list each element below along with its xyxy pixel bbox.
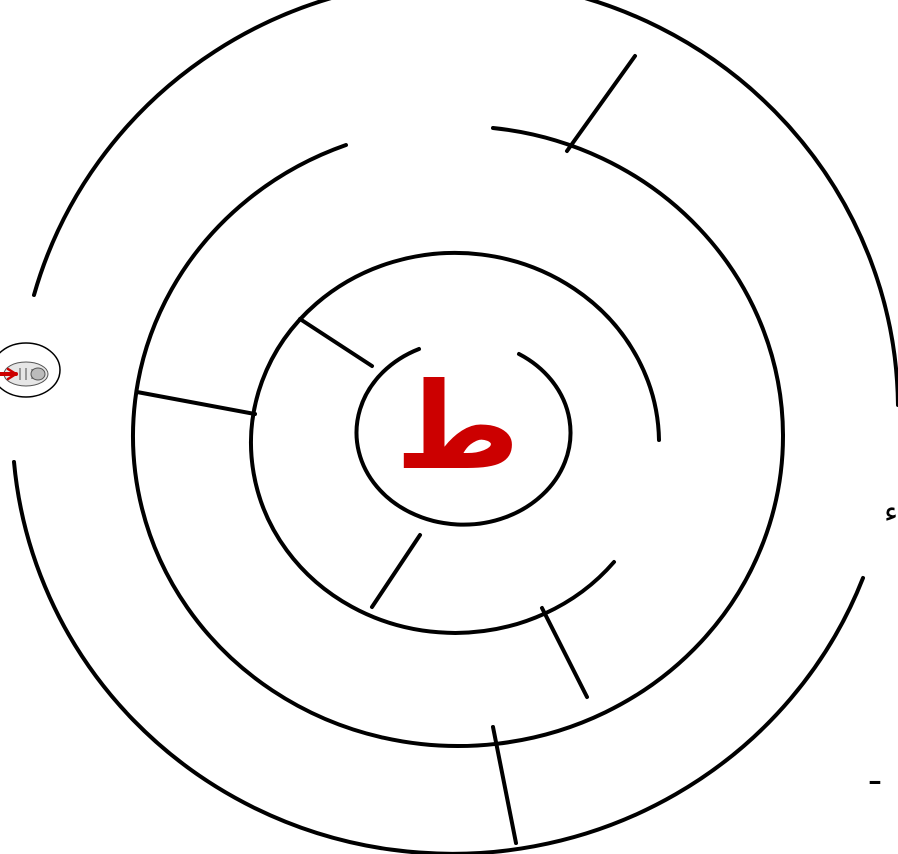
edge-text-fragment: ـ xyxy=(870,756,880,790)
maze-wall-ring-2 xyxy=(493,128,783,435)
maze-wall-spoke xyxy=(372,535,420,607)
mouse-icon[interactable] xyxy=(0,343,60,397)
goal-letter: ط xyxy=(400,358,520,498)
maze-wall-spoke xyxy=(300,319,372,366)
maze-wall-spoke xyxy=(542,608,587,697)
maze-wall-spoke xyxy=(567,56,635,151)
edge-text-fragment: ء xyxy=(884,498,898,528)
maze-wall-spoke xyxy=(137,392,255,414)
